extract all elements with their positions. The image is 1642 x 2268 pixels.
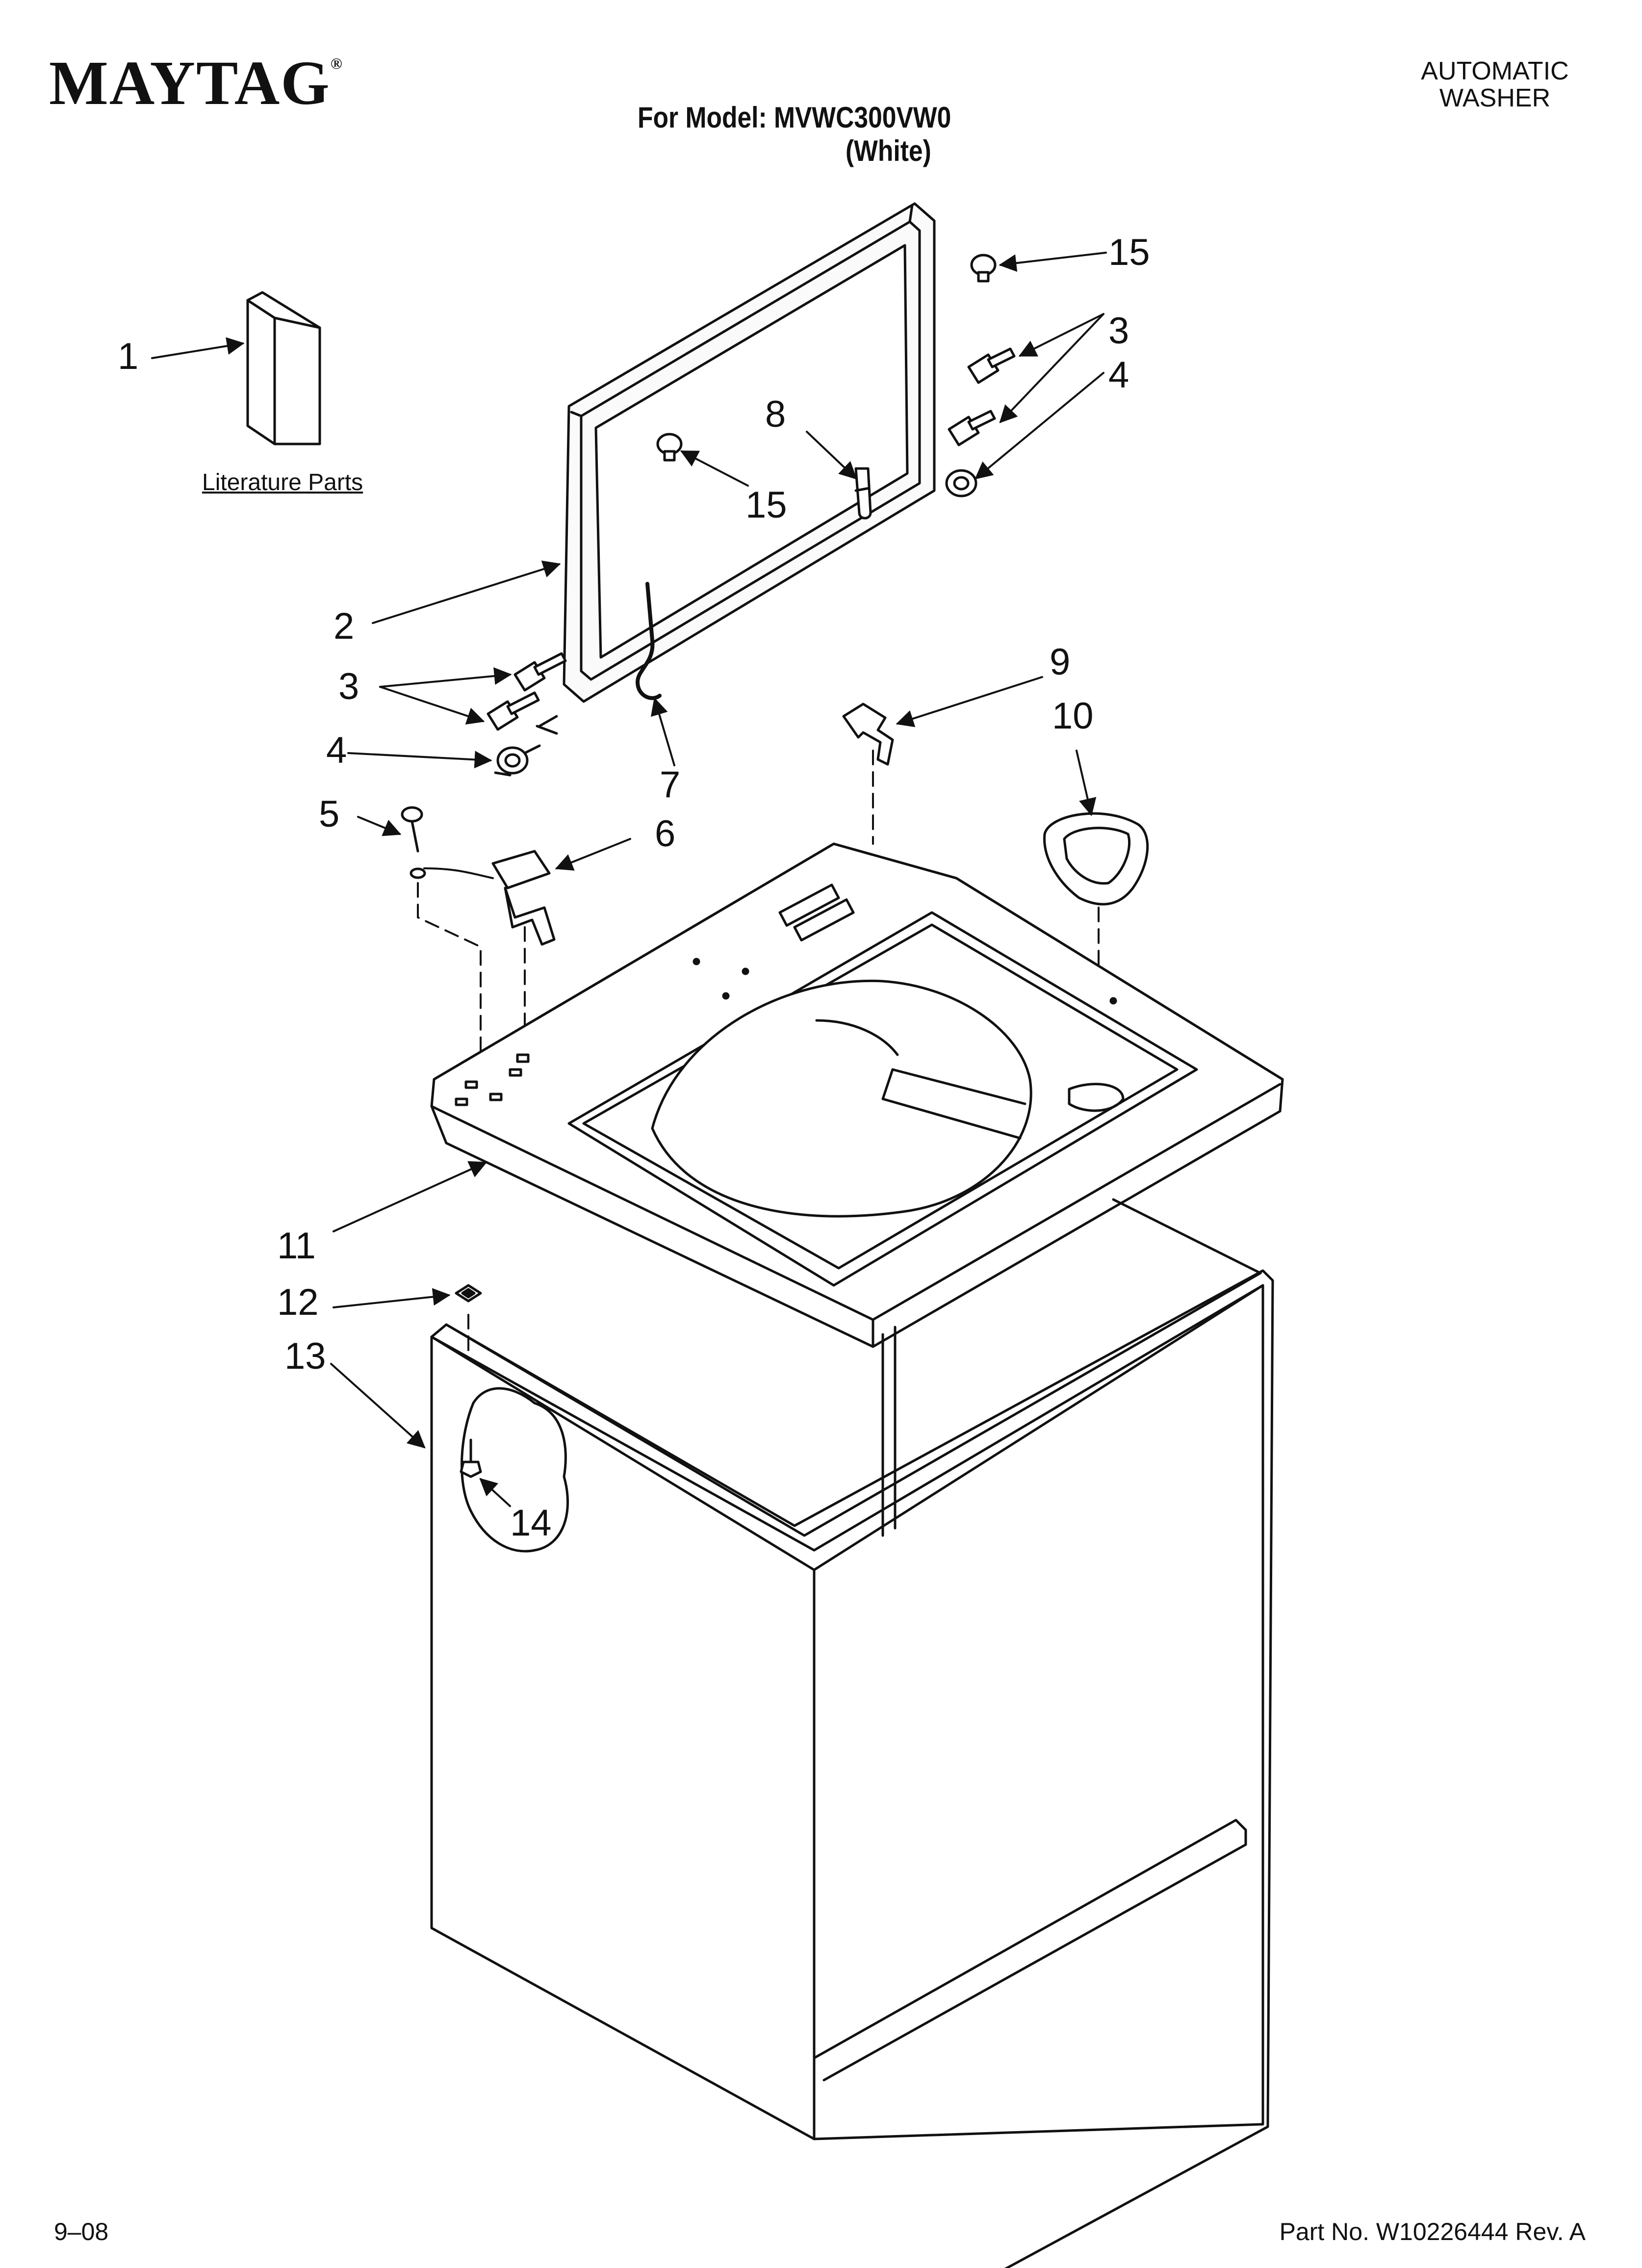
callout-4-right: 4 [1108,354,1129,396]
brand-logo: MAYTAG® [49,48,343,118]
hinge-screw-right-lower [948,410,996,446]
hinge-screw-left-lower [487,691,540,731]
washer-lid [563,202,936,703]
callout-leaders [151,252,1107,1507]
callout-6: 6 [655,813,675,855]
callout-12: 12 [277,1281,319,1323]
callout-15-left: 15 [745,484,787,526]
lid-bumper-top [970,254,997,283]
model-color: (White) [846,134,931,167]
hinge-screw-right-upper [967,347,1016,384]
part-number: Part No. W10226444 Rev. A [1279,2218,1586,2245]
callout-8: 8 [765,393,786,435]
hinge-screw-left-upper [513,652,567,692]
top-panel [430,842,1284,1348]
literature-parts-label: Literature Parts [202,469,363,495]
callout-numbers: 1 2 3 3 4 4 5 6 7 8 9 10 11 12 13 14 15 … [118,232,1150,1544]
callout-13: 13 [284,1335,326,1377]
callout-5: 5 [319,793,339,835]
callout-15-top: 15 [1108,232,1150,273]
callout-4-left: 4 [326,730,347,771]
document-type-line2: WASHER [1439,83,1551,112]
hinge-bushing-left [494,744,541,777]
lid-strike [854,467,872,520]
callout-1: 1 [118,336,138,377]
lid-switch [423,850,556,946]
lid-switch-screw [401,806,426,879]
cabinet-clip-nut [455,1284,482,1303]
wire-clip [842,703,894,766]
document-type-line1: AUTOMATIC [1421,57,1569,85]
callout-2: 2 [334,605,354,647]
model-title: For Model: MVWC300VW0 [638,101,951,134]
callout-9: 9 [1050,641,1070,683]
lid-hinge-rod [636,582,662,700]
revision-date: 9–08 [54,2218,109,2245]
lid-bumper-left [656,433,683,462]
hinge-bushing-right [945,469,977,497]
callout-3-right: 3 [1108,310,1129,352]
cabinet-screw [460,1438,482,1478]
document-type: AUTOMATIC WASHER [1407,58,1583,111]
callout-14: 14 [510,1502,552,1544]
bleach-dispenser [1043,812,1149,906]
callout-11: 11 [277,1225,316,1267]
callout-3-left: 3 [338,666,359,707]
callout-7: 7 [660,764,680,806]
callout-10: 10 [1052,695,1094,737]
literature-booklet [246,291,321,445]
cabinet [430,1198,1274,2268]
